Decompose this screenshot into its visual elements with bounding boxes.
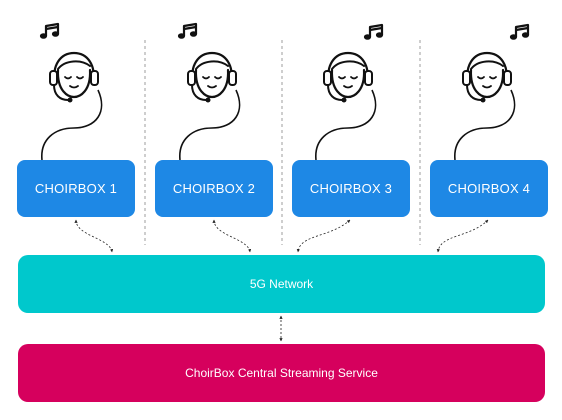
music-notes-icon [362, 23, 385, 41]
singer-1 [38, 22, 103, 161]
central-streaming-service-bar[interactable]: ChoirBox Central Streaming Service [18, 344, 545, 402]
singer-4 [454, 23, 531, 161]
connector-1 [74, 219, 114, 253]
headset-cable [315, 89, 377, 161]
singer-with-headset-icon [186, 51, 238, 104]
music-notes-icon [508, 23, 531, 41]
singer-3 [315, 23, 385, 161]
choirbox-4[interactable]: CHOIRBOX 4 [430, 160, 548, 217]
column-divider [144, 40, 421, 245]
choirbox-2[interactable]: CHOIRBOX 2 [155, 160, 273, 217]
singer-with-headset-icon [461, 51, 513, 104]
network-label: 5G Network [249, 277, 314, 291]
singer-with-headset-icon [48, 51, 100, 104]
connector-4 [436, 219, 489, 253]
connector-3 [296, 219, 351, 253]
choirbox-label: CHOIRBOX 1 [34, 181, 118, 196]
choirbox-1[interactable]: CHOIRBOX 1 [17, 160, 135, 217]
choirbox-3[interactable]: CHOIRBOX 3 [292, 160, 410, 217]
5g-network-bar[interactable]: 5G Network [18, 255, 545, 313]
headset-cable [179, 89, 241, 161]
singer-2 [176, 22, 241, 161]
music-notes-icon [38, 22, 61, 40]
service-label: ChoirBox Central Streaming Service [185, 366, 378, 380]
music-notes-icon [176, 22, 199, 40]
choirbox-label: CHOIRBOX 4 [447, 181, 531, 196]
choirbox-label: CHOIRBOX 3 [309, 181, 393, 196]
headset-cable [41, 89, 103, 161]
headset-cable [454, 89, 516, 161]
connector-2 [212, 219, 252, 253]
singer-with-headset-icon [322, 51, 374, 104]
choirbox-network-connectors [74, 219, 489, 253]
choirbox-label: CHOIRBOX 2 [172, 181, 256, 196]
